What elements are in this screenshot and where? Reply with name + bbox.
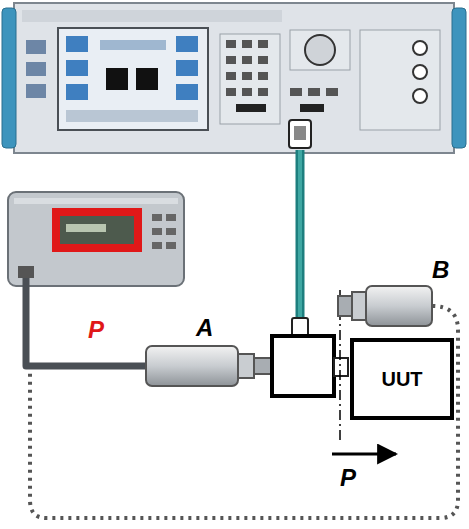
power-sensor bbox=[338, 286, 432, 326]
output-connector bbox=[334, 358, 348, 376]
signal-generator bbox=[2, 3, 466, 153]
label-holder: A bbox=[196, 316, 213, 340]
sensor-label: B bbox=[432, 258, 449, 282]
process-box: UUT bbox=[350, 338, 454, 420]
power-sensor bbox=[146, 346, 272, 386]
label-holder: B bbox=[432, 258, 449, 282]
power-symbol: P bbox=[88, 318, 104, 342]
power-symbol: P bbox=[340, 466, 356, 490]
power-splitter bbox=[272, 336, 334, 396]
power-flow-arrow bbox=[332, 453, 396, 456]
box-label: UUT bbox=[381, 368, 422, 391]
cable-connector bbox=[292, 318, 308, 336]
label-holder: P bbox=[88, 318, 104, 342]
power-meter bbox=[8, 192, 184, 286]
sensor-cable bbox=[26, 278, 150, 366]
alternative-cable bbox=[30, 306, 458, 518]
sensor-label: A bbox=[196, 316, 213, 340]
rf-cable bbox=[296, 150, 305, 334]
rf-cable-highlight bbox=[298, 150, 302, 334]
label-holder: P bbox=[340, 466, 356, 490]
